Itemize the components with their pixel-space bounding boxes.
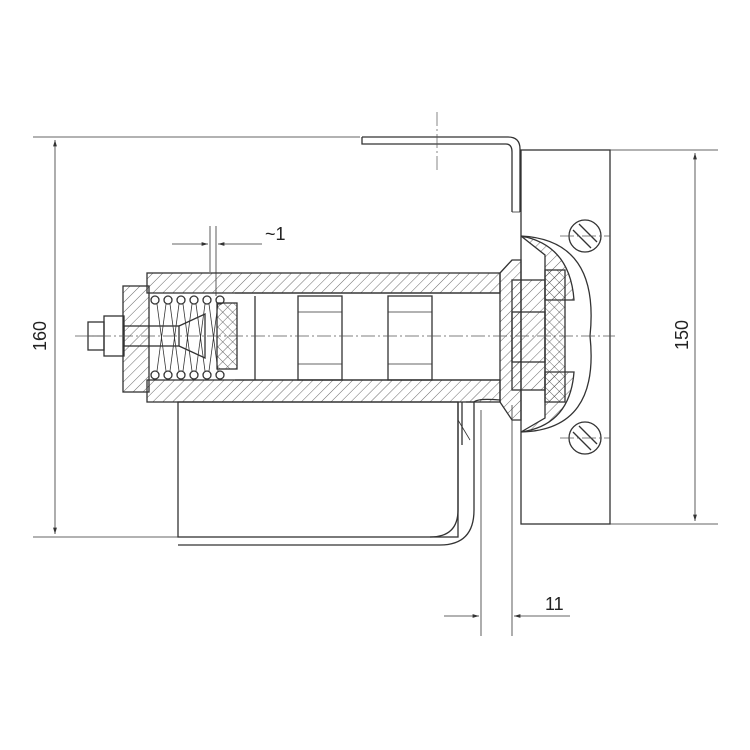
dimension-160: 160: [30, 136, 360, 538]
spring-coil-section: [215, 370, 225, 380]
spring-coil-section: [176, 295, 186, 305]
dimension-150: 150: [610, 149, 718, 525]
spring-coil-line: [169, 303, 180, 372]
spring-coil-section: [163, 295, 173, 305]
dimension-gap: ~1: [172, 224, 286, 296]
solenoid-body: [122, 259, 546, 421]
spring-coil-line: [156, 303, 167, 372]
screw-bottom: [560, 421, 610, 455]
dimension-11: 11: [444, 405, 570, 636]
spring-coil-section: [215, 295, 225, 305]
spring-coil-section: [202, 295, 212, 305]
dimension-label-11: 11: [545, 594, 564, 614]
spring-coil-section: [176, 370, 186, 380]
screw-top: [560, 219, 610, 253]
dimension-label-160: 160: [30, 321, 50, 351]
compression-spring: [150, 295, 225, 380]
spring-coil-section: [189, 370, 199, 380]
spring-coil-line: [208, 303, 219, 372]
dimension-label-150: 150: [672, 320, 692, 350]
spring-coil-section: [202, 370, 212, 380]
spring-coil-section: [189, 295, 199, 305]
spring-coil-section: [150, 370, 160, 380]
spring-coil-section: [163, 370, 173, 380]
dimension-label-gap: ~1: [265, 224, 286, 244]
spring-coil-line: [182, 303, 193, 372]
top-bracket: [361, 112, 521, 213]
lower-bracket: [177, 398, 501, 546]
spring-coil-section: [150, 295, 160, 305]
